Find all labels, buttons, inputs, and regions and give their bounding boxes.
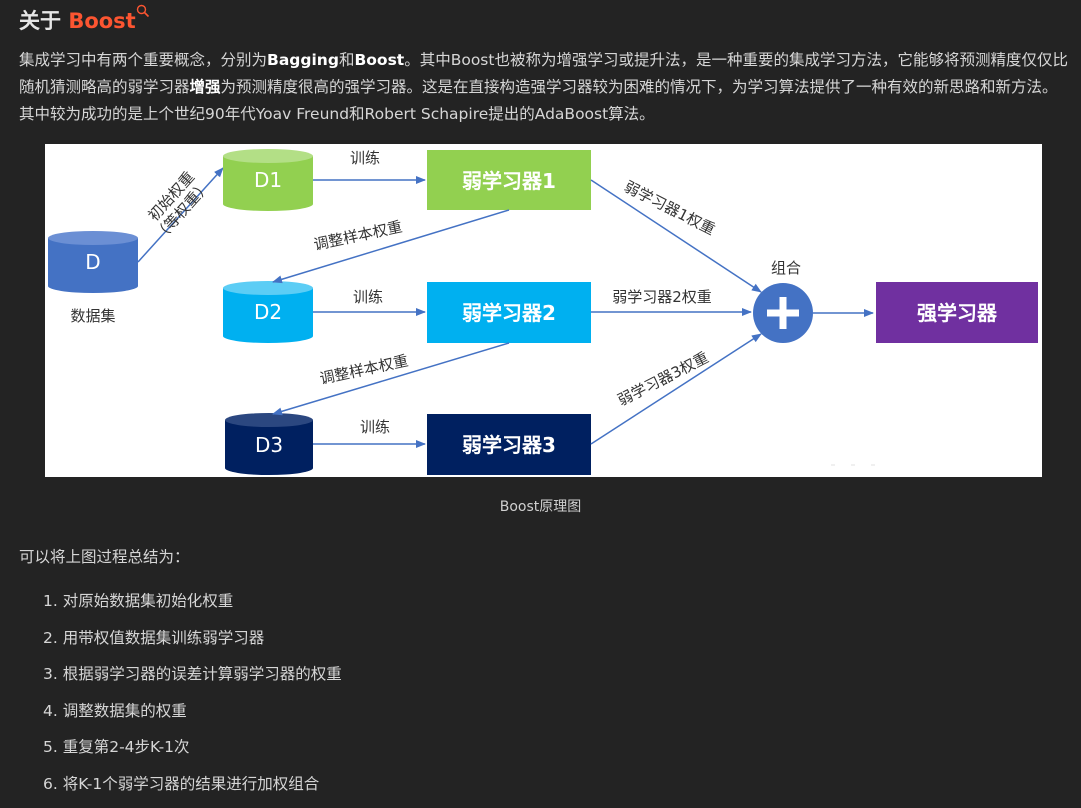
bagging-term: Bagging — [267, 51, 339, 69]
watermark-dots — [831, 464, 875, 466]
plus-icon — [753, 283, 813, 343]
adjust-weight-arrow-2 — [272, 342, 510, 416]
dataset-d3-cylinder: D3 — [225, 413, 313, 475]
dataset-caption: 数据集 — [70, 307, 115, 325]
intro-paragraph: 集成学习中有两个重要概念，分别为Bagging和Boost。其中Boost也被称… — [19, 51, 1068, 123]
strong-learner-box: 强学习器 — [876, 282, 1038, 343]
list-item: 1. 对原始数据集初始化权重 — [43, 592, 234, 610]
list-item: 5. 重复第2-4步K-1次 — [43, 738, 190, 757]
summary-intro: 可以将上图过程总结为： — [19, 548, 190, 566]
combine-label: 组合 — [771, 259, 801, 277]
steps-list: 1. 对原始数据集初始化权重 2. 用带权值数据集训练弱学习器 3. 根据弱学习… — [43, 588, 342, 808]
learner-weight-arrow-1 — [590, 179, 762, 293]
strong-learner-label: 强学习器 — [917, 301, 998, 325]
list-item: 6. 将K-1个弱学习器的结果进行加权组合 — [43, 774, 320, 793]
dataset-d1-label: D1 — [254, 168, 282, 192]
learner-weight-label-2: 弱学习器2权重 — [612, 288, 712, 306]
boost-term: Boost — [354, 51, 405, 69]
search-icon[interactable] — [136, 4, 150, 18]
heading-keyword-link[interactable]: Boost — [68, 9, 136, 33]
weak-learner-1-label: 弱学习器1 — [462, 169, 556, 193]
init-weight-arrow — [137, 167, 224, 263]
dataset-d1-cylinder: D1 — [223, 149, 313, 211]
section-heading: 关于 Boost — [19, 4, 149, 36]
boost-diagram: D 数据集 初始权重 （等权重） D1 D2 D3 训练 训练 训练 弱学习器1… — [45, 144, 1042, 477]
dataset-d3-label: D3 — [255, 433, 283, 457]
dataset-d2-cylinder: D2 — [223, 281, 313, 343]
train-label-1: 训练 — [350, 149, 380, 167]
learner-weight-label-3: 弱学习器3权重 — [615, 348, 712, 409]
list-item: 4. 调整数据集的权重 — [43, 701, 187, 720]
dataset-d-cylinder: D — [48, 231, 138, 293]
train-label-2: 训练 — [353, 288, 383, 306]
learner-weight-arrow-3 — [590, 333, 762, 445]
adjust-weight-label-2: 调整样本权重 — [318, 352, 410, 388]
figure-caption: Boost原理图 — [499, 499, 582, 515]
dataset-d2-label: D2 — [254, 300, 282, 324]
list-item: 3. 根据弱学习器的误差计算弱学习器的权重 — [43, 665, 342, 684]
adjust-weight-label-1: 调整样本权重 — [312, 218, 404, 254]
dataset-d-label: D — [85, 250, 100, 274]
learner-weight-label-1: 弱学习器1权重 — [621, 178, 718, 239]
enhance-term: 增强 — [189, 78, 221, 96]
train-label-3: 训练 — [360, 418, 390, 436]
weak-learner-1-box: 弱学习器1 — [427, 150, 591, 210]
weak-learner-2-box: 弱学习器2 — [427, 282, 591, 343]
weak-learner-3-label: 弱学习器3 — [462, 433, 556, 457]
weak-learner-3-box: 弱学习器3 — [427, 414, 591, 475]
weak-learner-2-label: 弱学习器2 — [462, 301, 556, 325]
list-item: 2. 用带权值数据集训练弱学习器 — [43, 628, 265, 647]
adjust-weight-arrow-1 — [272, 209, 510, 284]
heading-prefix: 关于 — [19, 9, 69, 33]
